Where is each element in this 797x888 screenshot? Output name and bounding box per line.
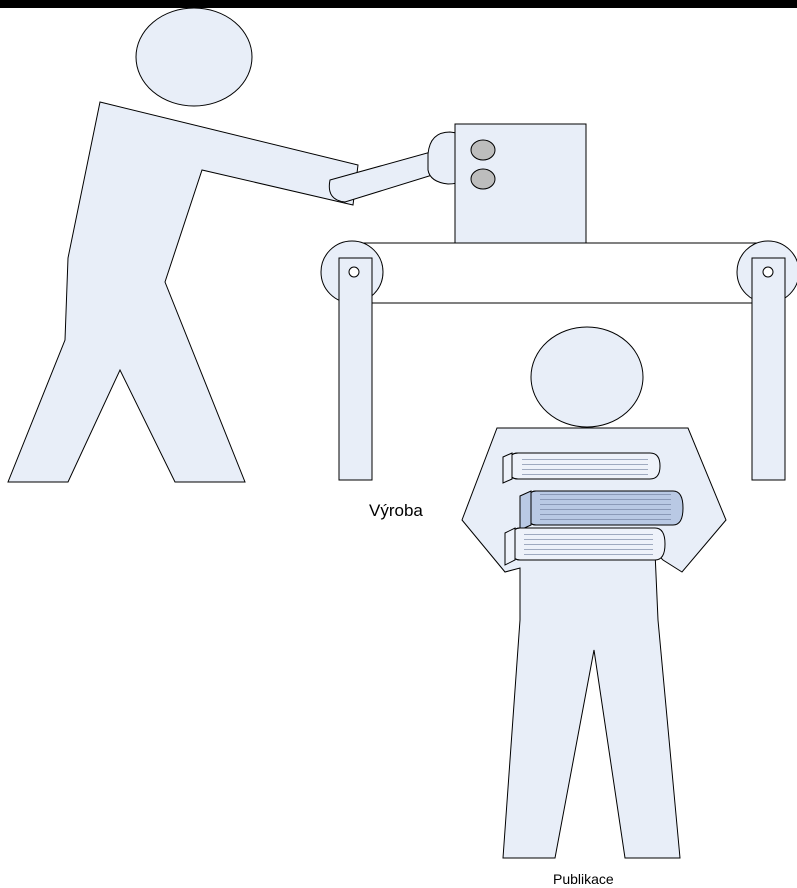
label-production: Výroba (369, 501, 423, 520)
reader-head (530, 326, 644, 428)
control-button-top (470, 139, 496, 161)
books-stack (502, 452, 684, 566)
worker-arm (328, 149, 443, 203)
conveyor-belt (320, 240, 797, 481)
control-box (454, 123, 587, 244)
book-top (502, 452, 661, 484)
worker-figure (7, 7, 443, 483)
left-leg (338, 257, 373, 481)
label-publication: Publikace (553, 871, 614, 887)
reader-figure (461, 326, 727, 859)
worker-body (7, 101, 359, 483)
book-middle (519, 490, 684, 531)
book-bottom (504, 527, 666, 566)
control-button-bottom (470, 168, 496, 190)
top-bar (0, 0, 797, 8)
worker-head (135, 7, 253, 107)
right-leg (751, 257, 786, 481)
